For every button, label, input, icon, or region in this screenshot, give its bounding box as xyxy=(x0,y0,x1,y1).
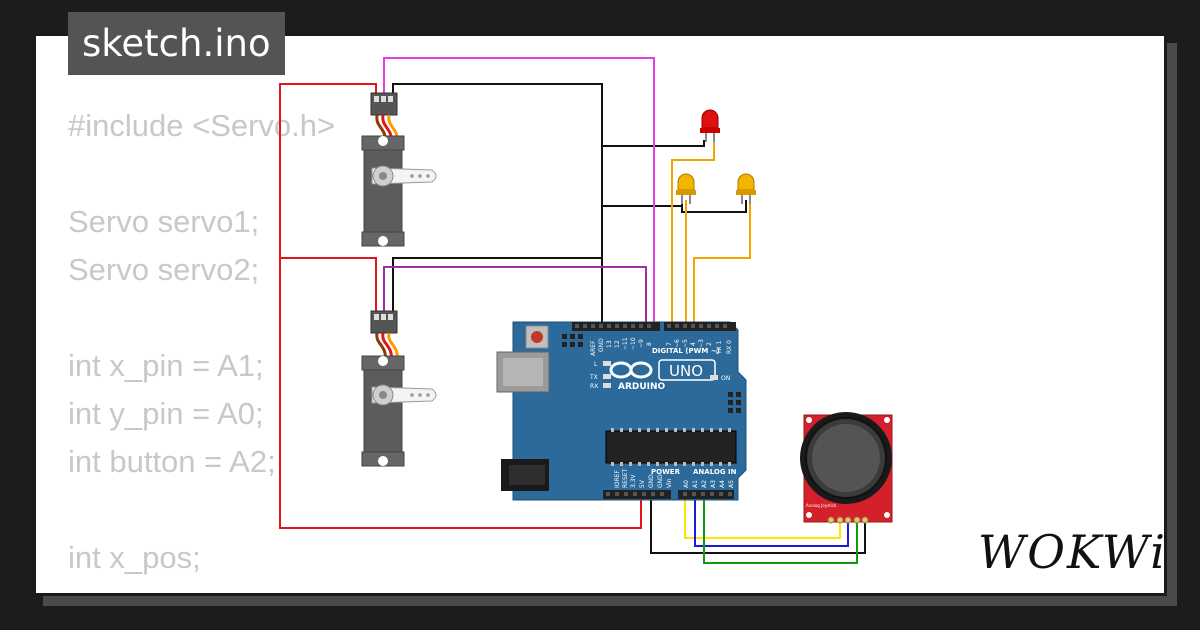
led-yellow-1[interactable] xyxy=(676,173,696,204)
pin-label: A3 xyxy=(710,480,717,488)
wire-red-servo1 xyxy=(279,83,642,529)
wire-orange-led-red xyxy=(671,140,715,326)
code-line: int y_pin = A0; xyxy=(68,396,264,431)
pin-label: Vin xyxy=(666,478,673,488)
pin-label: A0 xyxy=(683,480,690,488)
led-yellow-2[interactable] xyxy=(736,173,756,204)
pin-label: ~5 xyxy=(682,339,689,348)
pin-label: RESET xyxy=(622,468,629,488)
wire-magenta-servo1 xyxy=(383,57,655,326)
code-background: #include <Servo.h> Servo servo1; Servo s… xyxy=(68,102,335,582)
wire-black-joystick xyxy=(650,498,866,554)
servo-2[interactable] xyxy=(361,310,437,467)
digital-label: DIGITAL (PWM ~) xyxy=(652,347,720,355)
wire-black-led-red xyxy=(602,140,705,147)
pin-label: 13 xyxy=(606,340,613,348)
pin-label: A1 xyxy=(692,480,699,488)
wire-yellow-joystick xyxy=(684,498,841,539)
pin-label: ~3 xyxy=(698,339,705,348)
pin-label: TX 1 xyxy=(716,340,723,355)
rx-label: RX xyxy=(590,383,598,390)
joystick-label: Analog Joystick xyxy=(806,503,837,508)
tx-label: TX xyxy=(589,374,598,381)
wire-blue-joystick xyxy=(694,498,849,547)
board-model: UNO xyxy=(669,362,703,380)
code-line: #include <Servo.h> xyxy=(68,108,336,143)
pin-label: 3.3V xyxy=(630,473,637,488)
analog-label: ANALOG IN xyxy=(693,468,737,476)
pin-label: RX 0 xyxy=(726,340,733,354)
pin-label: ~11 xyxy=(622,337,629,350)
file-tab[interactable]: sketch.ino xyxy=(68,12,285,75)
wire-black-servo2 xyxy=(392,257,602,312)
pin-label: GND xyxy=(648,474,655,488)
l-led-label: L xyxy=(594,361,598,368)
led-red[interactable] xyxy=(700,109,720,142)
pin-label: 5V xyxy=(639,479,646,488)
power-label: POWER xyxy=(651,468,681,476)
pin-label: 8 xyxy=(646,342,653,346)
wokwi-logo: WOKWi xyxy=(978,525,1167,579)
analog-joystick[interactable]: Analog Joystick xyxy=(800,412,893,524)
pin-label: A5 xyxy=(728,480,735,488)
pin-label: 12 xyxy=(614,340,621,348)
pin-label: GND xyxy=(657,474,664,488)
wires xyxy=(279,57,866,564)
pin-label: ~10 xyxy=(630,337,637,350)
pin-label: 7 xyxy=(666,342,673,346)
pin-label: 2 xyxy=(706,342,713,346)
wire-orange-led-y2 xyxy=(693,200,751,326)
arduino-uno[interactable]: AREF GND 13 12 ~11 ~10 ~9 8 7 ~6 ~5 4 ~3… xyxy=(496,321,747,501)
code-line: int x_pin = A1; xyxy=(68,348,264,383)
wire-black-leds-yellow xyxy=(602,200,747,213)
analog-header xyxy=(678,490,734,499)
board-brand: ARDUINO xyxy=(618,382,666,392)
microcontroller-chip xyxy=(605,430,737,464)
on-label: ON xyxy=(721,375,730,382)
pin-label: GND xyxy=(598,338,605,352)
servo-1[interactable] xyxy=(361,92,437,247)
pin-label: A4 xyxy=(719,480,726,488)
wire-green-joystick xyxy=(703,498,858,564)
pin-label: AREF xyxy=(590,340,597,356)
code-line: int button = A2; xyxy=(68,444,276,479)
pin-label: IOREF xyxy=(614,470,621,488)
pin-label: 4 xyxy=(690,342,697,346)
wire-red-servo2 xyxy=(280,257,377,322)
pin-label: ~9 xyxy=(638,339,645,348)
pin-label: A2 xyxy=(701,480,708,488)
wire-purple-servo2 xyxy=(383,266,647,326)
pin-label: ~6 xyxy=(674,339,681,348)
wire-black-servo1 xyxy=(392,83,603,326)
code-line: int x_pos; xyxy=(68,540,201,575)
arduino-infinity-icon xyxy=(609,361,653,379)
code-line: Servo servo1; xyxy=(68,204,260,239)
canvas-frame xyxy=(33,33,1167,596)
code-line: Servo servo2; xyxy=(68,252,260,287)
